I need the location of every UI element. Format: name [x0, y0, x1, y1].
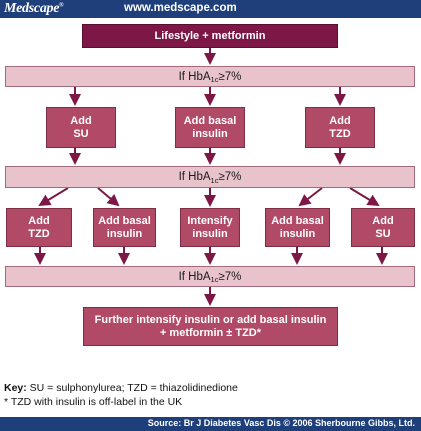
second-add-su-box: Add SU — [351, 208, 415, 247]
condition-prefix: If HbA — [178, 70, 211, 83]
lifestyle-metformin-box: Lifestyle + metformin — [82, 24, 338, 48]
condition-prefix: If HbA — [178, 171, 211, 183]
condition-suffix: ≥7% — [218, 270, 242, 283]
arrow-cond2-to-basal-left — [97, 187, 120, 207]
second-add-basal-insulin-label: Add basal insulin — [98, 214, 151, 240]
footer-bar: Source: Br J Diabetes Vasc Dis © 2006 Sh… — [0, 417, 421, 431]
second-add-tzd-box: Add TZD — [6, 208, 72, 247]
header-bar: Medscape® www.medscape.com — [0, 0, 421, 18]
arrow-cond2-to-tzd — [38, 187, 69, 207]
intensify-insulin-label: Intensify insulin — [187, 214, 233, 240]
further-intensify-label: Further intensify insulin or add basal i… — [94, 313, 327, 339]
lifestyle-metformin-label: Lifestyle + metformin — [154, 29, 266, 42]
condition-suffix: ≥7% — [218, 70, 242, 83]
further-intensify-box: Further intensify insulin or add basal i… — [83, 307, 338, 346]
condition-sub: 1c — [210, 175, 219, 185]
condition-prefix: If HbA — [178, 270, 211, 283]
second-add-su-label: Add SU — [372, 214, 394, 240]
add-basal-insulin-label: Add basal insulin — [183, 114, 237, 140]
condition-sub: 1c — [210, 75, 219, 84]
arrow-cond2-to-basal-right — [298, 187, 323, 207]
add-tzd-label: Add TZD — [329, 114, 351, 140]
abbreviation-key: Key: SU = sulphonylurea; TZD = thiazolid… — [4, 382, 238, 394]
add-tzd-box: Add TZD — [305, 107, 375, 148]
key-text: SU = sulphonylurea; TZD = thiazolidinedi… — [26, 382, 238, 394]
add-basal-insulin-box: Add basal insulin — [175, 107, 245, 148]
registered-mark: ® — [59, 2, 64, 9]
site-url-link[interactable]: www.medscape.com — [124, 2, 237, 14]
medscape-logo[interactable]: Medscape® — [4, 1, 64, 17]
logo-text: Medscape — [4, 1, 60, 16]
source-citation: Source: Br J Diabetes Vasc Dis © 2006 Sh… — [147, 418, 415, 428]
condition-suffix: ≥7% — [218, 171, 242, 183]
third-add-basal-insulin-label: Add basal insulin — [271, 214, 324, 240]
arrow-cond2-to-su — [349, 187, 380, 207]
second-add-tzd-label: Add TZD — [28, 214, 50, 240]
condition-sub: 1c — [210, 275, 219, 284]
second-add-basal-insulin-box: Add basal insulin — [93, 208, 156, 247]
off-label-note: * TZD with insulin is off-label in the U… — [4, 396, 183, 408]
key-label: Key: — [4, 382, 27, 394]
intensify-insulin-box: Intensify insulin — [180, 208, 240, 247]
third-add-basal-insulin-box: Add basal insulin — [265, 208, 330, 247]
add-su-box: Add SU — [46, 107, 116, 148]
add-su-label: Add SU — [70, 114, 92, 140]
